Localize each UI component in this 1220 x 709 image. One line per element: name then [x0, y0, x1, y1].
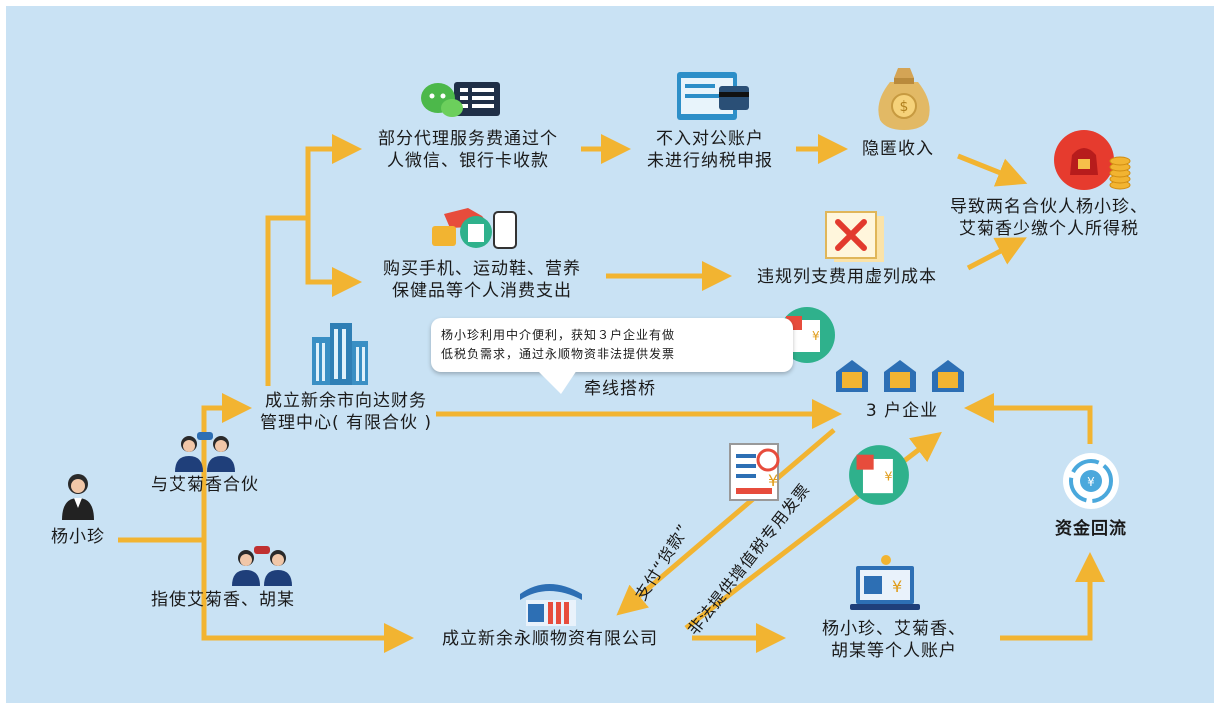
bubble-line-1: 杨小珍利用中介便利，获知３户企业有做: [441, 328, 676, 342]
purchase-line-1: 购买手机、运动鞋、营养: [383, 259, 581, 279]
no-account-line-2: 未进行纳税申报: [647, 151, 773, 171]
node-no-account: 不入对公账户 未进行纳税申报: [628, 128, 792, 172]
laptop-account-icon: ¥: [850, 555, 920, 610]
bubble-line-2: 低税负需求，通过永顺物资非法提供发票: [441, 347, 676, 361]
result-line-1: 导致两名合伙人杨小珍、: [950, 197, 1148, 217]
node-instruct: 指使艾菊香、胡某: [151, 590, 295, 610]
node-finance-center: 成立新余市向达财务 管理中心( 有限合伙 ): [246, 390, 446, 434]
speech-bubble: 杨小珍利用中介便利，获知３户企业有做 低税负需求，通过永顺物资非法提供发票: [431, 318, 793, 394]
node-partner-ai: 与艾菊香合伙: [151, 475, 259, 495]
two-partners-icon: [232, 546, 292, 586]
svg-text:¥: ¥: [1087, 475, 1095, 489]
node-three-companies: 3 户企业: [865, 401, 939, 421]
cancelled-document-icon: [825, 211, 884, 262]
document-payment-icon: ¥: [729, 443, 780, 501]
personal-accounts-line-1: 杨小珍、艾菊香、: [822, 619, 966, 639]
businesswoman-icon: [62, 474, 94, 520]
invoice-icon: ¥: [779, 307, 835, 363]
office-building-icon: [312, 323, 368, 385]
wechat-card-icon: [421, 82, 500, 117]
node-person-yang: 杨小珍: [51, 527, 105, 547]
bubble-text: 杨小珍利用中介便利，获知３户企业有做 低税负需求，通过永顺物资非法提供发票: [441, 326, 781, 364]
node-purchase: 购买手机、运动鞋、营养 保健品等个人消费支出: [362, 258, 602, 302]
company-icon: [932, 360, 964, 392]
arrow-accounts-return: [1000, 552, 1105, 641]
invoice-icon: ¥: [849, 445, 909, 505]
finance-center-line-2: 管理中心( 有限合伙 ): [259, 413, 433, 433]
arrow-to-purchase: [305, 218, 362, 297]
node-capital-return: 资金回流: [1055, 519, 1127, 539]
arrow-companies-yongshun: [616, 428, 836, 616]
arrow-return-companies: [964, 393, 1093, 444]
two-partners-icon: [175, 432, 235, 472]
bubble-tail: [537, 370, 577, 394]
node-hide-income: 隐匿收入: [862, 139, 934, 159]
shopping-icon: [432, 208, 517, 249]
money-bag-icon: $: [878, 68, 930, 130]
node-fee: 部分代理服务费通过个 人微信、银行卡收款: [358, 128, 578, 172]
bank-card-icon: [677, 72, 749, 120]
svg-text:$: $: [900, 99, 909, 115]
finance-center-line-1: 成立新余市向达财务: [265, 391, 427, 411]
arrow-illegalcost-result: [966, 237, 1027, 271]
svg-text:¥: ¥: [884, 469, 892, 484]
arrow-hide-result: [957, 153, 1028, 187]
coins-icon: [1054, 130, 1131, 190]
factory-icon: [520, 584, 582, 626]
svg-text:¥: ¥: [768, 471, 778, 490]
purchase-line-2: 保健品等个人消费支出: [392, 281, 572, 301]
arrow-to-yongshun: [201, 540, 414, 653]
money-return-icon: ¥: [1063, 453, 1119, 509]
svg-text:¥: ¥: [892, 577, 902, 596]
fee-line-1: 部分代理服务费通过个: [378, 129, 558, 149]
node-personal-accounts: 杨小珍、艾菊香、 胡某等个人账户: [802, 618, 986, 662]
svg-text:¥: ¥: [812, 329, 820, 343]
node-illegal-cost: 违规列支费用虚列成本: [757, 267, 937, 287]
node-result: 导致两名合伙人杨小珍、 艾菊香少缴个人所得税: [918, 196, 1180, 240]
company-icon: [836, 360, 868, 392]
company-icon: [884, 360, 916, 392]
fee-line-2: 人微信、银行卡收款: [387, 151, 549, 171]
result-line-2: 艾菊香少缴个人所得税: [959, 219, 1139, 239]
no-account-line-1: 不入对公账户: [656, 129, 764, 149]
node-yongshun: 成立新余永顺物资有限公司: [442, 629, 658, 649]
flow-diagram: $ ¥: [6, 6, 1214, 703]
personal-accounts-line-2: 胡某等个人账户: [831, 641, 957, 661]
node-bridge: 牵线搭桥: [584, 379, 656, 399]
arrow-to-finance: [201, 393, 252, 540]
